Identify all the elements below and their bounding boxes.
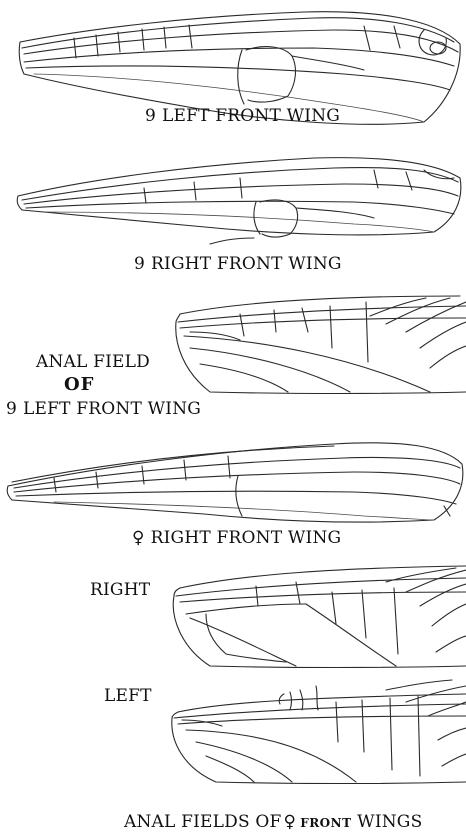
- caption-anal-fields-front-wings: ANAL FIELDS OF♀FRONT WINGS: [124, 812, 422, 832]
- caption-text: ANAL FIELDS OF: [124, 812, 282, 832]
- caption-text: RIGHT: [90, 580, 150, 600]
- caption-text: LEFT FRONT WING: [162, 106, 340, 126]
- caption-text: LEFT: [104, 686, 152, 706]
- caption-left-front-wing: 9 LEFT FRONT WING: [145, 106, 340, 126]
- caption-text: RIGHT FRONT WING: [151, 528, 342, 548]
- caption-text: RIGHT FRONT WING: [151, 254, 342, 274]
- caption-female-right-front-wing: ♀ RIGHT FRONT WING: [132, 528, 341, 548]
- caption-text: OF: [64, 374, 94, 395]
- female-symbol: 9: [6, 399, 17, 419]
- caption-text: ANAL FIELD: [36, 352, 150, 372]
- caption-anal-field-line3: 9 LEFT FRONT WING: [6, 399, 201, 419]
- label-left: LEFT: [104, 686, 152, 706]
- caption-right-front-wing: 9 RIGHT FRONT WING: [134, 254, 342, 274]
- label-right: RIGHT: [90, 580, 150, 600]
- female-symbol: 9: [134, 254, 145, 274]
- female-right-front-wing-drawing: [4, 436, 466, 526]
- caption-text-small: FRONT: [300, 816, 351, 830]
- caption-anal-field-of: OF: [64, 374, 94, 395]
- right-front-wing-drawing: [14, 148, 464, 248]
- female-symbol: 9: [145, 106, 156, 126]
- anal-field-left-front-wing-drawing: [170, 292, 466, 398]
- caption-anal-field-line1: ANAL FIELD: [36, 352, 150, 372]
- caption-text: LEFT FRONT WING: [23, 399, 201, 419]
- female-symbol: ♀: [132, 528, 145, 548]
- caption-text: WINGS: [357, 812, 422, 832]
- female-symbol: ♀: [284, 812, 297, 832]
- anal-field-right-drawing: [166, 562, 466, 670]
- anal-field-left-drawing: [166, 672, 466, 784]
